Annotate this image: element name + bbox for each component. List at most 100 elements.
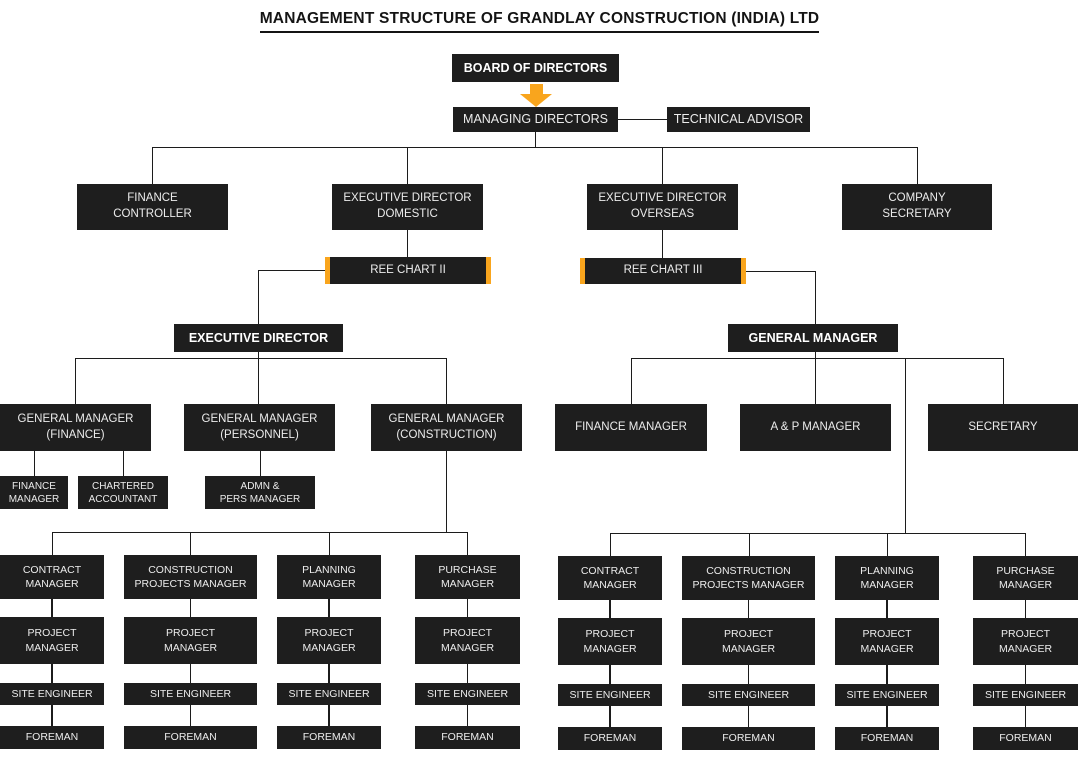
node-site-engineer: SITE ENGINEER xyxy=(835,684,939,706)
node-construction-projects-manager: CONSTRUCTION PROJECTS MANAGER xyxy=(682,556,815,600)
node-secretary: SECRETARY xyxy=(928,404,1078,451)
connector-line xyxy=(887,533,889,556)
connector-line xyxy=(466,599,469,617)
connector-line xyxy=(152,147,154,184)
connector-line xyxy=(747,706,750,727)
connector-line xyxy=(75,358,77,404)
connector-line xyxy=(329,532,331,555)
org-column: PURCHASE MANAGER PROJECT MANAGER SITE EN… xyxy=(415,555,520,749)
node-purchase-manager: PURCHASE MANAGER xyxy=(973,556,1078,600)
node-managing-directors: MANAGING DIRECTORS xyxy=(453,107,618,132)
node-board-of-directors: BOARD OF DIRECTORS xyxy=(452,54,619,82)
node-finance-manager: FINANCE MANAGER xyxy=(555,404,707,451)
down-arrow-shaft xyxy=(529,84,543,94)
connector-line xyxy=(407,230,409,257)
connector-line xyxy=(1003,358,1005,404)
connector-line xyxy=(328,664,330,683)
connector-line xyxy=(917,147,919,184)
connector-line xyxy=(446,358,448,404)
node-company-secretary: COMPANY SECRETARY xyxy=(842,184,992,230)
connector-line xyxy=(609,665,611,684)
node-project-manager: PROJECT MANAGER xyxy=(973,618,1078,665)
node-foreman: FOREMAN xyxy=(0,726,104,749)
node-finance-controller: FINANCE CONTROLLER xyxy=(77,184,228,230)
connector-line xyxy=(75,358,446,360)
connector-line xyxy=(747,665,750,684)
node-technical-advisor: TECHNICAL ADVISOR xyxy=(667,107,810,132)
connector-line xyxy=(189,664,192,683)
connector-line xyxy=(328,705,330,726)
connector-line xyxy=(51,705,53,726)
connector-line xyxy=(189,705,192,726)
node-foreman: FOREMAN xyxy=(682,727,815,750)
connector-line xyxy=(662,147,664,184)
node-executive-director: EXECUTIVE DIRECTOR xyxy=(174,324,343,352)
node-project-manager: PROJECT MANAGER xyxy=(835,618,939,665)
node-finance-manager-sub: FINANCE MANAGER xyxy=(0,476,68,509)
node-ree-chart-iii: REE CHART III xyxy=(580,258,746,284)
connector-line xyxy=(466,664,469,683)
connector-line xyxy=(609,706,611,727)
connector-line xyxy=(258,270,325,272)
connector-line xyxy=(662,230,664,258)
node-project-manager: PROJECT MANAGER xyxy=(415,617,520,664)
node-site-engineer: SITE ENGINEER xyxy=(124,683,257,705)
connector-line xyxy=(746,271,815,273)
connector-line xyxy=(609,600,611,618)
node-ree-chart-ii: REE CHART II xyxy=(325,257,491,284)
connector-line xyxy=(190,532,192,555)
node-project-manager: PROJECT MANAGER xyxy=(277,617,381,664)
node-gm-personnel: GENERAL MANAGER (PERSONNEL) xyxy=(184,404,335,451)
connector-line xyxy=(189,599,192,617)
connector-line xyxy=(51,664,53,683)
node-gm-construction: GENERAL MANAGER (CONSTRUCTION) xyxy=(371,404,522,451)
node-a-p-manager: A & P MANAGER xyxy=(740,404,891,451)
connector-line xyxy=(1024,600,1027,618)
down-arrow-icon xyxy=(520,84,552,107)
node-general-manager: GENERAL MANAGER xyxy=(728,324,898,352)
page-title-text: MANAGEMENT STRUCTURE OF GRANDLAY CONSTRU… xyxy=(259,10,820,33)
node-foreman: FOREMAN xyxy=(973,727,1078,750)
connector-line xyxy=(747,600,750,618)
connector-line xyxy=(152,147,918,149)
connector-line xyxy=(610,533,1025,535)
org-column: CONSTRUCTION PROJECTS MANAGER PROJECT MA… xyxy=(124,555,257,749)
connector-line xyxy=(328,599,330,617)
node-chartered-accountant: CHARTERED ACCOUNTANT xyxy=(78,476,168,509)
node-project-manager: PROJECT MANAGER xyxy=(0,617,104,664)
node-site-engineer: SITE ENGINEER xyxy=(0,683,104,705)
connector-line xyxy=(407,147,409,184)
connector-line xyxy=(618,119,667,121)
node-executive-director-overseas: EXECUTIVE DIRECTOR OVERSEAS xyxy=(587,184,738,230)
node-foreman: FOREMAN xyxy=(415,726,520,749)
connector-line xyxy=(535,131,537,147)
down-arrow-head xyxy=(520,94,552,107)
connector-line xyxy=(631,358,633,404)
connector-line xyxy=(467,532,469,555)
node-foreman: FOREMAN xyxy=(835,727,939,750)
connector-line xyxy=(52,532,467,534)
node-foreman: FOREMAN xyxy=(124,726,257,749)
page-title: MANAGEMENT STRUCTURE OF GRANDLAY CONSTRU… xyxy=(0,10,1079,33)
connector-line xyxy=(466,705,469,726)
org-column: PLANNING MANAGER PROJECT MANAGER SITE EN… xyxy=(835,556,939,750)
node-planning-manager: PLANNING MANAGER xyxy=(835,556,939,600)
node-site-engineer: SITE ENGINEER xyxy=(973,684,1078,706)
connector-line xyxy=(886,706,888,727)
org-column: CONTRACT MANAGER PROJECT MANAGER SITE EN… xyxy=(558,556,662,750)
node-site-engineer: SITE ENGINEER xyxy=(415,683,520,705)
node-executive-director-domestic: EXECUTIVE DIRECTOR DOMESTIC xyxy=(332,184,483,230)
node-contract-manager: CONTRACT MANAGER xyxy=(0,555,104,599)
org-column: PURCHASE MANAGER PROJECT MANAGER SITE EN… xyxy=(973,556,1078,750)
org-column: CONTRACT MANAGER PROJECT MANAGER SITE EN… xyxy=(0,555,104,749)
node-purchase-manager: PURCHASE MANAGER xyxy=(415,555,520,599)
connector-line xyxy=(610,533,612,556)
connector-line xyxy=(886,665,888,684)
node-foreman: FOREMAN xyxy=(558,727,662,750)
node-admn-pers-manager: ADMN & PERS MANAGER xyxy=(205,476,315,509)
connector-line xyxy=(749,533,751,556)
org-column: CONSTRUCTION PROJECTS MANAGER PROJECT MA… xyxy=(682,556,815,750)
node-project-manager: PROJECT MANAGER xyxy=(682,618,815,665)
connector-line xyxy=(631,358,1003,360)
